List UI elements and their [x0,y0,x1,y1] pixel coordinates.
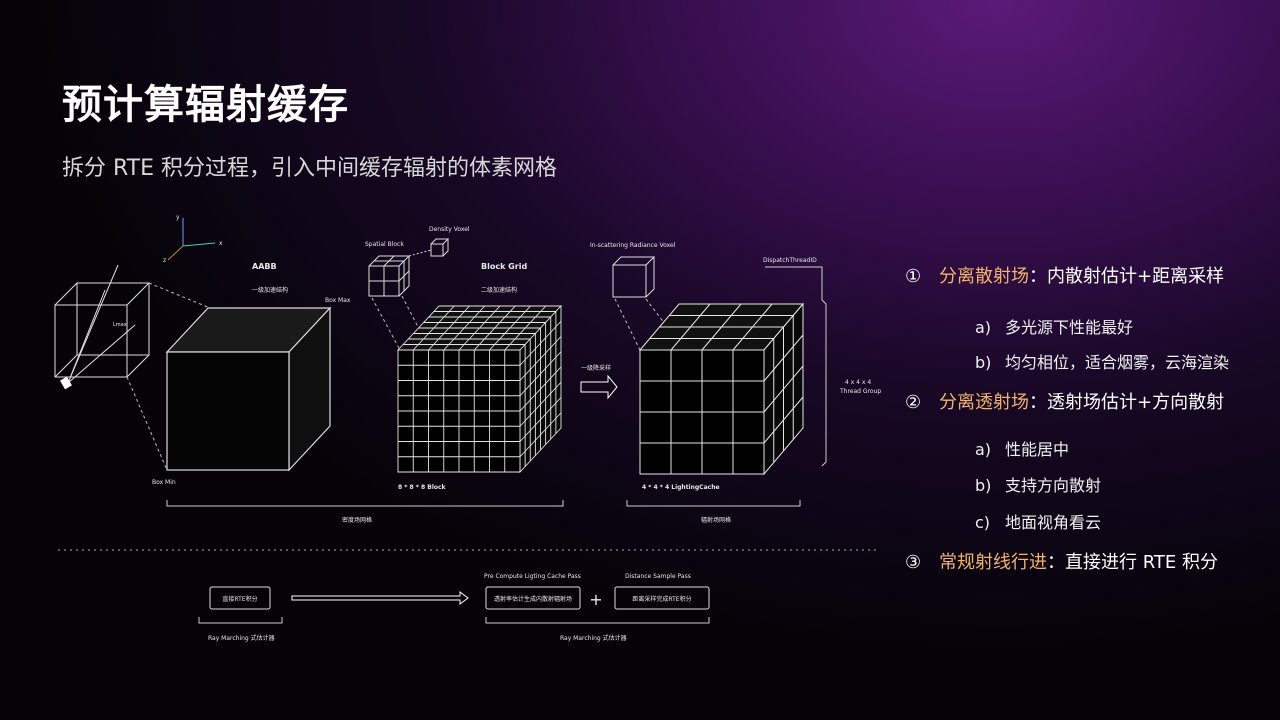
pass2-title: Distance Sample Pass [625,573,691,580]
sub-item: a)多光源下性能最好 [975,318,1134,337]
sub-item: a)性能居中 [975,440,1070,459]
axis-gizmo [167,218,216,261]
dispatch-bracket [765,266,827,467]
bullet-number: ② [905,392,922,413]
pass1-title: Pre Compute Ligting Cache Pass [484,573,581,580]
left-caption-bracket [198,617,283,624]
bullet-text: ：透射场估计+方向散射 [1029,392,1225,413]
bullet-text: ：直接进行 RTE 积分 [1047,552,1219,573]
bullet-number: ① [905,266,922,287]
aabb-connectors [126,282,211,471]
bullet-item-2: ② 分离透射场：透射场估计+方向散射 [905,388,1224,414]
box-min-label: Box Min [152,479,176,486]
pass1-box [485,586,581,610]
lighting-cache-cube [638,302,805,476]
aabb-subtitle: 一级加速结构 [252,286,288,294]
right-caption-bracket [485,617,710,624]
bullet-highlight: 分离透射场 [939,392,1029,413]
aabb-cube [165,306,332,472]
density-bracket [166,500,564,507]
thread-group-label: Thread Group [839,388,881,395]
thread-group-size-label: 4 x 4 x 4 [845,379,871,386]
bullet-text: ：内散射估计+距离采样 [1029,266,1225,287]
density-voxel [408,238,450,257]
box-max-label: Box Max [325,297,351,304]
sub-item: b)均匀相位，适合烟雾，云海渲染 [975,353,1230,372]
downsample-arrow [580,374,618,400]
block-grid-title: Block Grid [481,262,527,271]
bullet-highlight: 常规射线行进 [939,552,1047,573]
slide-title: 预计算辐射缓存 [62,82,349,128]
slide-subtitle: 拆分 RTE 积分过程，引入中间缓存辐射的体素网格 [62,156,558,181]
left-caption: Ray Marching 式估计器 [208,634,275,642]
axis-z-label: z [163,257,166,264]
block-grid-subtitle: 二级加速结构 [481,286,517,294]
pipeline-arrow [291,591,469,605]
right-caption: Ray Marching 式估计器 [560,634,627,642]
axis-y-label: y [176,214,180,221]
in-scattering-voxel [612,256,656,298]
density-grid-label: 密度场网格 [342,516,372,524]
bbox-wireframe [54,264,150,384]
dispatch-label: DispatchThreadID [763,257,817,264]
spatial-block [368,255,411,297]
block-grid-cube [396,304,563,474]
bullet-highlight: 分离散射场 [939,266,1029,287]
density-voxel-label: Density Voxel [429,226,470,233]
downsample-label: 一级降采样 [581,364,611,372]
pass2-label: 距离采样完成RTE积分 [632,595,691,603]
bullet-number: ③ [905,552,922,573]
sub-item: c)地面视角看云 [975,513,1102,532]
aabb-title: AABB [252,262,277,271]
plus-sign: + [589,590,602,609]
sub-item: b)支持方向散射 [975,476,1102,495]
lighting-cache-size-label: 4 * 4 * 4 LightingCache [642,484,720,491]
block-size-label: 8 * 8 * 8 Block [398,484,447,491]
bullet-item-1: ① 分离散射场：内散射估计+距离采样 [905,262,1224,288]
pass2-box [614,586,710,610]
bullet-item-3: ③ 常规射线行进：直接进行 RTE 积分 [905,548,1218,574]
radiance-bracket [626,500,801,507]
camera-icon [60,376,72,390]
in-scattering-label: In-scattering Radiance Voxel [590,242,676,249]
spatial-block-label: Spatial Block [365,241,404,248]
pass1-label: 透射率估计生成内散射辐射场 [494,595,572,603]
pipeline-left-box [209,586,271,610]
lmax-label: Lmax [113,322,127,328]
radiance-grid-label: 辐射场网格 [701,516,731,524]
pipeline-left-label: 直接RTE积分 [222,595,257,603]
axis-x-label: x [219,240,223,247]
